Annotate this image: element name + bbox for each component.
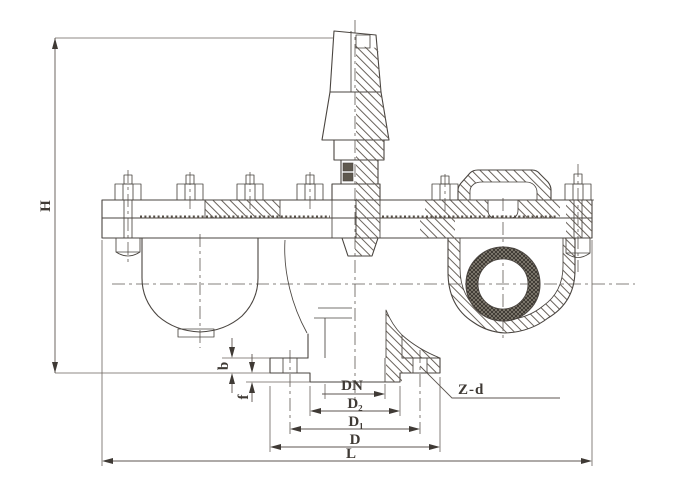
- float-pad: [177, 328, 215, 338]
- bonnet-bolts: [112, 173, 594, 258]
- packing-ring: [342, 162, 354, 172]
- orifice-ring: [465, 246, 541, 322]
- body-web-curve: [284, 239, 308, 334]
- bonnet-flange: [101, 199, 593, 239]
- dome-cover: [457, 169, 552, 201]
- seat-ledge: [314, 307, 352, 319]
- bolt-nut: [174, 174, 206, 201]
- dimension-Zd: Z-d: [419, 365, 560, 399]
- dimension-L: L: [101, 240, 593, 466]
- packing-ring: [342, 172, 354, 182]
- dim-label-D1: D₁: [348, 414, 363, 430]
- dimension-H: H: [38, 37, 334, 374]
- inlet-pipe: [307, 309, 441, 359]
- dimension-DN: DN: [322, 378, 386, 399]
- left-float-chamber: [141, 237, 352, 338]
- dim-label-D: D: [350, 432, 361, 448]
- valve-body: [101, 30, 594, 383]
- dimension-b: b: [216, 338, 270, 393]
- stem-assembly: [321, 30, 390, 257]
- right-chamber: [447, 237, 576, 334]
- dim-label-D2: D₂: [347, 396, 363, 412]
- dimensions: H b f DN: [38, 37, 593, 466]
- dimension-D: D: [269, 377, 441, 452]
- dimension-D2: D₂: [309, 386, 401, 416]
- bolt-nut: [294, 174, 326, 201]
- dim-label-Zd: Z-d: [458, 382, 484, 398]
- dim-label-f: f: [236, 394, 252, 400]
- dim-label-b: b: [216, 362, 232, 370]
- dim-label-L: L: [346, 446, 356, 462]
- dim-label-H: H: [38, 200, 54, 212]
- bolt-stud: [112, 174, 144, 257]
- bolt-nut: [234, 174, 266, 201]
- dim-label-DN: DN: [341, 378, 363, 394]
- dimension-f: f: [236, 354, 310, 402]
- dimension-D1: D₁: [290, 414, 420, 432]
